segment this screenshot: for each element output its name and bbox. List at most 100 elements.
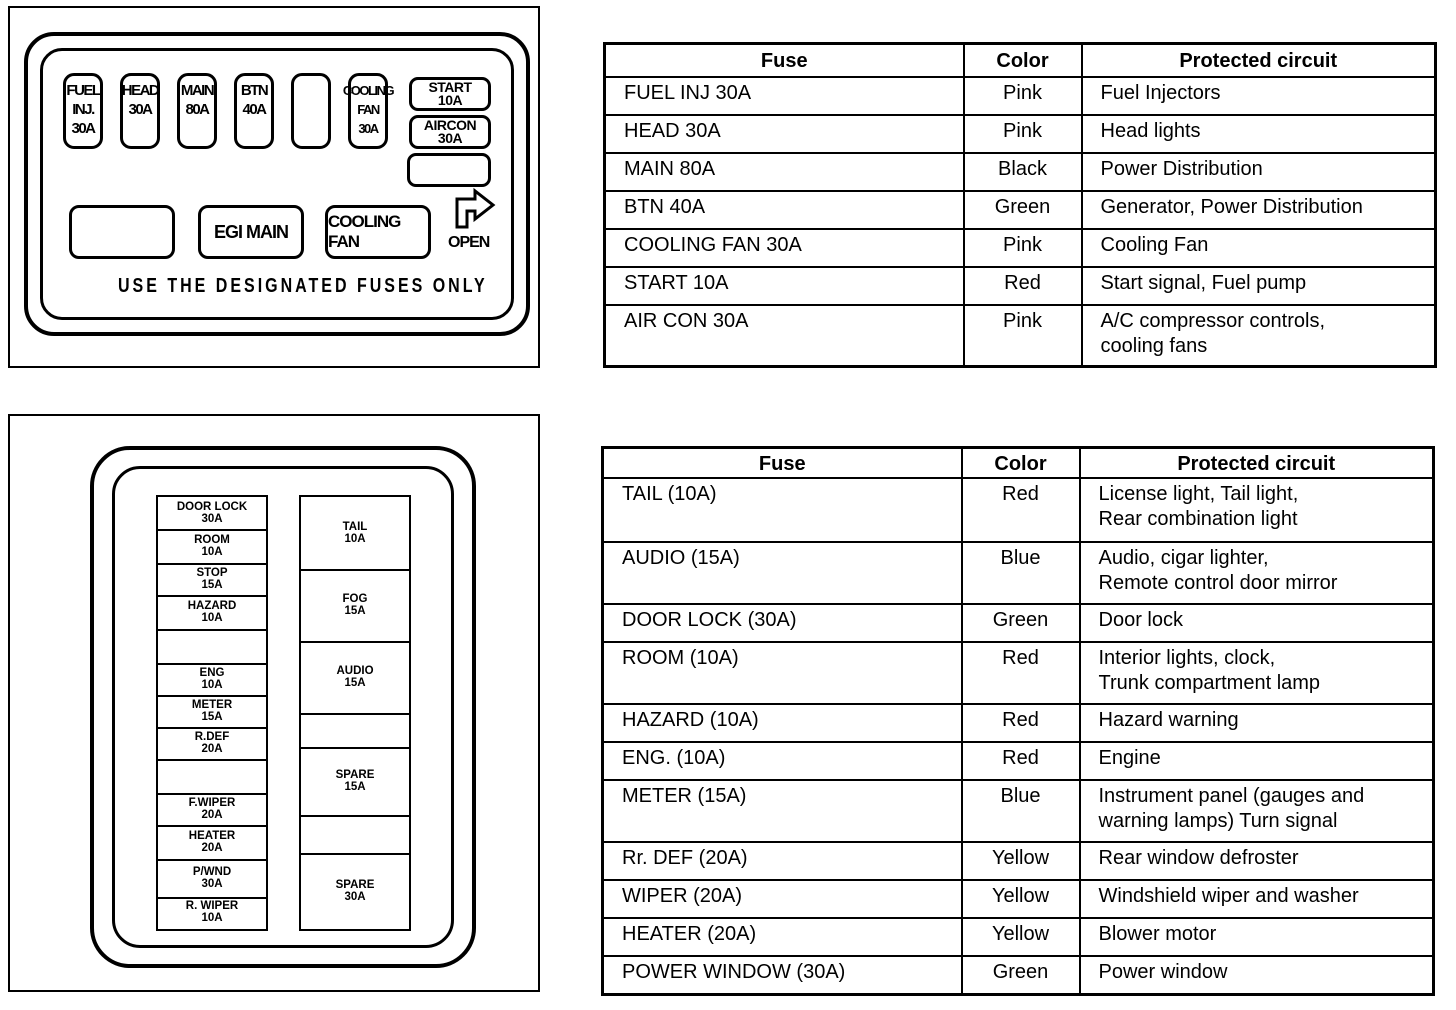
fuse-label-line: INJ. [72, 101, 95, 118]
empty-fuse-slot [301, 713, 409, 749]
fuse-slot-label: 30A [344, 891, 366, 903]
fuse-cell: WIPER (20A) [601, 879, 963, 919]
fuse-label-line: 30A [128, 101, 153, 118]
fuse-head: HEAD 30A [120, 73, 160, 149]
fuse-slot-label: FOG [342, 593, 368, 605]
protected-circuit-cell: Rear window defroster [1078, 841, 1435, 881]
protected-circuit-cell: License light, Tail light,Rear combinati… [1078, 477, 1435, 543]
fuse-slot-label: SPARE [335, 879, 375, 891]
fuse-slot-label: 10A [201, 546, 223, 558]
fuse-slot-label: R.DEF [194, 731, 230, 743]
color-cell: Yellow [960, 879, 1081, 919]
protected-circuit-cell: Interior lights, clock,Trunk compartment… [1078, 641, 1435, 705]
column-header-color: Color [960, 446, 1081, 479]
column-header-protected-circuit: Protected circuit [1080, 42, 1437, 78]
fuse-cell: DOOR LOCK (30A) [601, 603, 963, 643]
fuse-start-label: START [428, 79, 472, 95]
fuse-cell: HAZARD (10A) [601, 703, 963, 743]
fuse-slot-label: HAZARD [187, 600, 237, 612]
fuse-cell: AUDIO (15A) [601, 541, 963, 605]
open-label: OPEN [448, 234, 490, 251]
color-cell: Green [962, 189, 1083, 230]
color-cell: Pink [962, 227, 1083, 268]
color-cell: Red [960, 477, 1081, 543]
fuse-slot-label: R. WIPER [185, 900, 239, 912]
protected-circuit-cell: Engine [1078, 741, 1435, 781]
color-cell: Green [960, 955, 1081, 995]
fuse-cell: COOLING FAN 30A [603, 227, 965, 268]
fuse-cell: ROOM (10A) [601, 641, 963, 705]
fuse-label-line: COOLING [342, 83, 395, 98]
fuse-cell: FUEL INJ 30A [603, 75, 965, 116]
column-header-fuse: Fuse [601, 446, 963, 479]
interior-fuse-table: Fuse Color Protected circuit TAIL (10A)R… [601, 446, 1435, 996]
fuse-label-line: 40A [242, 101, 267, 118]
fuse-label-line: MAIN [180, 82, 215, 99]
fuse-slot-label: 10A [344, 533, 366, 545]
fuse-label-line: FUEL [66, 82, 101, 99]
fuse-start: START 10A [409, 77, 491, 111]
color-cell: Green [960, 603, 1081, 643]
fuse-slot-label: 10A [201, 612, 223, 624]
fuse-label-line: HEAD [121, 82, 160, 99]
fuse-slot-label: 20A [201, 842, 223, 854]
fuse-cell: TAIL (10A) [601, 477, 963, 543]
fuse-cooling-fan-large: COOLING FAN [325, 205, 431, 259]
protected-circuit-cell: Fuel Injectors [1080, 75, 1437, 116]
fuse-slot-label: 20A [201, 809, 223, 821]
fuse-cell: MAIN 80A [603, 151, 965, 192]
color-cell: Black [962, 151, 1083, 192]
fuse-aircon-label: AIRCON [423, 117, 477, 133]
fuse-empty-wide-slot [407, 153, 491, 187]
fuse-slot-label: HEATER [188, 830, 236, 842]
fuse-slot-label: AUDIO [336, 665, 374, 677]
color-cell: Pink [962, 75, 1083, 116]
protected-circuit-cell: Windshield wiper and washer [1078, 879, 1435, 919]
fuse-main: MAIN 80A [177, 73, 217, 149]
protected-circuit-cell: Cooling Fan [1080, 227, 1437, 268]
fuse-slot-label: ROOM [194, 534, 230, 546]
designated-fuses-warning: USE THE DESIGNATED FUSES ONLY [118, 275, 488, 297]
fuse-label-line: 80A [185, 101, 210, 118]
fuse-start-rating: 10A [437, 92, 463, 108]
protected-circuit-cell: Head lights [1080, 113, 1437, 154]
fuse-egi-main: EGI MAIN [198, 205, 304, 259]
fuse-slot-label: 20A [201, 743, 223, 755]
fuse-aircon-rating: 30A [437, 130, 463, 146]
fuse-slot-label: 15A [201, 579, 223, 591]
fuse-slot-label: 30A [201, 878, 223, 890]
protected-circuit-cell: Door lock [1078, 603, 1435, 643]
color-cell: Yellow [960, 917, 1081, 957]
color-cell: Blue [960, 541, 1081, 605]
empty-fuse-slot [301, 815, 409, 855]
fuse-slot-label: METER [191, 699, 233, 711]
column-header-color: Color [962, 42, 1083, 78]
fuse-slot-label: 15A [344, 677, 366, 689]
fuse-cell: POWER WINDOW (30A) [601, 955, 963, 995]
fuse-cell: HEAD 30A [603, 113, 965, 154]
empty-fuse-slot [158, 759, 266, 795]
fuse-empty-slot [291, 73, 331, 149]
fuse-label-line: 30A [358, 121, 379, 136]
